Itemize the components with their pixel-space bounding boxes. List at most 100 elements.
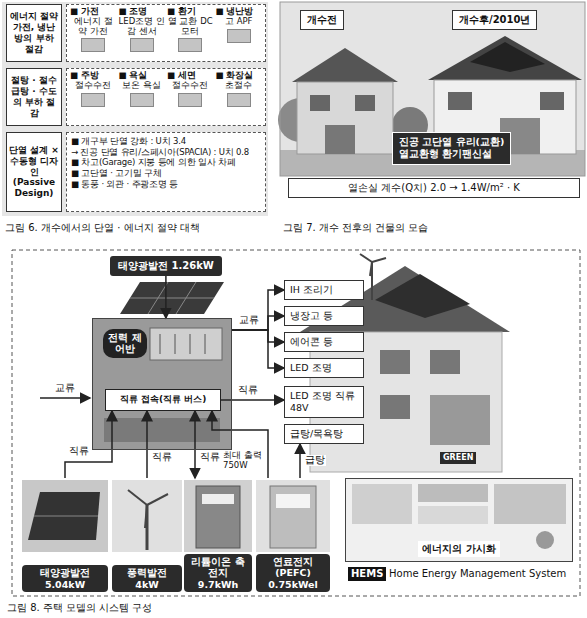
solar-panel (120, 282, 224, 314)
node-text: 진공 고단열 유리(교환) (399, 136, 504, 148)
appliance-box: LED 조명 직류 48V (284, 386, 364, 418)
source-box: 리튬이온 축전지 9.7kWh (184, 478, 252, 592)
product-icon (178, 93, 202, 107)
node-text: 태양광발전 5.04kW (22, 565, 108, 592)
connector (232, 316, 284, 330)
appliance-box: 에어콘 등 (284, 332, 364, 352)
item-heading: ■ 욕실 (119, 71, 166, 81)
text-label: 그림 6. 개수에서의 단열 · 에너지 절약 대책 (4, 222, 201, 234)
category-box: 단열 설계 × 수동형 디자인 (Passive Design) (6, 132, 62, 212)
hems-box: 에너지의 가시화 (345, 478, 573, 562)
node-text: 에너지의 가시화 (418, 541, 499, 557)
text-label: 교류 (54, 382, 76, 394)
figure-caption: 그림 8. 주택 모델의 시스템 구성 (6, 602, 153, 614)
text-label: HEMS (348, 567, 386, 581)
hems-screen (345, 478, 573, 562)
measure-list: ■ 개구부 단열 강화 : U치 3.4→ 진공 단열 유리/스페시아(SPAC… (66, 132, 266, 212)
node-text: 열손실 계수(Q치) 2.0 → 1.4W/m² · K (291, 181, 577, 195)
wind-turbine-photo (112, 480, 182, 552)
category-box: 절탕 · 절수 급탕 · 수도의 부하 절감 (6, 68, 62, 126)
node-text: 전력 제어반 (103, 329, 147, 358)
measure-item: ■ 세면절수수전 (166, 71, 215, 123)
edge-label: 직류 (237, 385, 259, 396)
node-text: 단열 설계 × 수동형 디자인 (Passive Design) (9, 145, 59, 199)
connector (221, 399, 284, 401)
node-text: → 진공 단열 유리/스페시아(SPACIA) : U치 0.8 (71, 147, 261, 158)
connector (194, 411, 196, 478)
fuel-cell-photo (256, 480, 330, 552)
photo-tag: 개수전 (300, 10, 344, 30)
connector (165, 276, 167, 318)
node-text: 절탕 · 절수 급탕 · 수도의 부하 절감 (9, 75, 59, 118)
source-box: 풍력발전 4kW (112, 478, 182, 592)
item-body: 초절수 (216, 81, 263, 91)
source-box: 연료전지 (PEFC) 0.75kWel (256, 478, 330, 592)
control-cabinet (92, 318, 232, 450)
node-text: 직류 접속(직류 버스) (108, 393, 218, 406)
appliance-box: IH 조리기 (284, 280, 364, 300)
item-body: 절수수전 (167, 81, 214, 91)
figure-frame (12, 250, 580, 596)
item-heading: ■ 주방 (70, 71, 117, 81)
appliance-box: 냉장고 등 (284, 306, 364, 326)
connector (299, 444, 301, 478)
ac-input-line (40, 397, 90, 399)
callout-box: 진공 고단열 유리(교환)열교환형 환기팬신설 (392, 132, 511, 165)
item-body: 고 APF (216, 17, 263, 27)
product-icon (130, 38, 154, 52)
house-photo (278, 2, 585, 176)
measure-item: ■ 화장실초절수 (215, 71, 264, 123)
product-icon (227, 29, 251, 43)
text-label: GREEN (440, 452, 476, 464)
measure-box: ■ 주방절수수전■ 욕실보온 욕실■ 세면절수수전■ 화장실초절수 (66, 68, 266, 126)
node-text: ■ 개구부 단열 강화 : U치 3.4 (71, 136, 261, 147)
node-text: 태양광발전 1.26kW (118, 259, 214, 273)
product-icon (178, 38, 202, 52)
item-heading: ■ 세면 (167, 71, 214, 81)
connector (65, 411, 112, 478)
item-body: 열 교환 DC모터 (167, 17, 214, 37)
source-label: 태양광발전 1.26kW (110, 256, 222, 276)
edge-label: 최대 출력 750W (222, 451, 266, 471)
item-body: 보온 욕실 (119, 81, 166, 91)
node-text: 열교환형 환기팬신설 (399, 148, 504, 160)
text-label: 그림 7. 개수 전후의 건물의 모습 (282, 222, 429, 234)
category-box: 에너지 절약 가전, 냉난방의 부하 절감 (6, 4, 62, 62)
appliance-box: LED 조명 (284, 358, 364, 378)
value-box: 열손실 계수(Q치) 2.0 → 1.4W/m² · K (288, 178, 580, 198)
measure-item: ■ 욕실보온 욕실 (118, 71, 167, 123)
item-body: 절수수전 (70, 81, 117, 91)
measure-item: ■ 주방절수수전 (69, 71, 118, 123)
node-text: 풍력발전 4kW (112, 565, 182, 592)
node-text: 리튬이온 축전지 9.7kWh (184, 554, 252, 592)
appliance-box: 급탕/목욕탕 (284, 424, 364, 444)
node-text: 개수후/2010년 (459, 13, 530, 27)
measure-box: ■ 가전에너지 절약 가전■ 조명LED조명 인감 센서■ 환기열 교환 DC모… (66, 4, 266, 62)
node-text: 에너지 절약 가전, 냉난방의 부하 절감 (9, 11, 59, 54)
measure-item: ■ 가전에너지 절약 가전 (69, 7, 118, 59)
measure-item: ■ 냉난방고 APF (215, 7, 264, 59)
node-text: LED 조명 (290, 362, 358, 374)
item-heading: ■ 환기 (167, 7, 214, 17)
product-icon (81, 93, 105, 107)
edge-label: 직류 (151, 452, 173, 463)
solar-array-photo (22, 480, 108, 552)
node-text: 개수전 (307, 13, 337, 27)
node-text: 연료전지 (PEFC) 0.75kWel (256, 554, 330, 592)
connector (232, 290, 284, 330)
connector (232, 330, 284, 342)
product-icon (81, 38, 105, 52)
product-icon (227, 93, 251, 107)
item-body: LED조명 인감 센서 (119, 17, 166, 37)
dc-bus-box: 직류 접속(직류 버스) (105, 389, 221, 411)
product-icon (130, 93, 154, 107)
edge-label: 급탕 (304, 455, 326, 466)
photo-tag: 개수후/2010년 (452, 10, 537, 30)
measure-item: ■ 조명LED조명 인감 센서 (118, 7, 167, 59)
node-text: ■ 고단열 · 고기밀 구체 (71, 168, 261, 179)
node-text: 급탕/목욕탕 (290, 428, 358, 440)
item-heading: ■ 화장실 (216, 71, 263, 81)
item-heading: ■ 조명 (119, 7, 166, 17)
edge-label: 직류 (199, 452, 221, 463)
node-text: ■ 동풍 · 외관 · 주광조명 등 (71, 179, 261, 190)
